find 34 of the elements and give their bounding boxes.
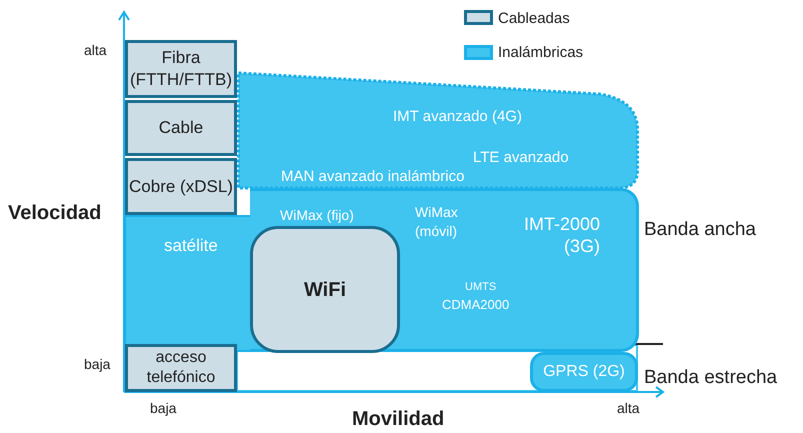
box-label: Cable [158,117,204,140]
band-label: Banda estrecha [644,366,778,390]
box-label: (FTTH/FTTB) [130,69,232,91]
box-label: Fibra [162,47,200,69]
band-label: Banda ancha [644,218,756,242]
axis-label: alta [84,41,107,60]
region-label: satélite [164,235,218,257]
region-label: LTE avanzado [473,148,569,168]
legend-label: Inalámbricas [498,43,584,63]
box-label: Cobre (xDSL) [129,176,233,197]
technology-box [125,344,237,392]
axis-title: Movilidad [352,407,444,432]
box-label: WiFi [304,278,346,302]
technology-box [250,226,400,353]
technology-box [125,158,237,215]
legend-label: Cableadas [498,9,570,29]
technology-box [125,40,237,98]
region-label: UMTS [465,280,496,295]
region-label: WiMax (fijo) [280,206,354,225]
box-label: acceso telefónico [146,348,216,388]
region-label: WiMax (móvil) [415,203,459,241]
coverage-region [124,215,250,352]
axis-label: alta [617,399,640,418]
axis-label: baja [84,355,110,374]
technology-box [530,352,638,392]
technology-box [125,100,237,156]
region-label: CDMA2000 [442,296,510,314]
coverage-region [250,188,639,352]
region-label: IMT-2000 (3G) [522,213,600,257]
axis-label: baja [150,399,176,418]
region-label: MAN avanzado inalámbrico [281,167,464,187]
axis-title: Velocidad [8,201,102,226]
region-label: IMT avanzado (4G) [393,107,522,127]
box-label: GPRS (2G) [543,362,625,382]
